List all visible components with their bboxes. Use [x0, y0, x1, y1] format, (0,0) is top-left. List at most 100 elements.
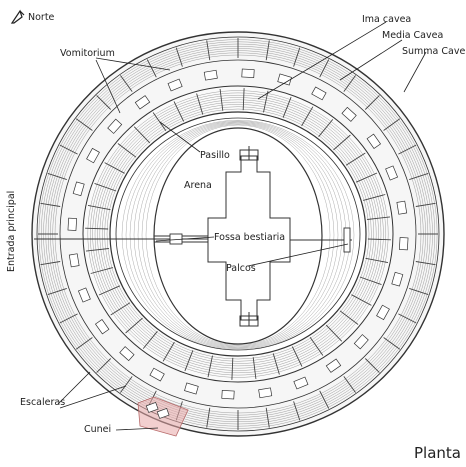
- cunei-divider: [59, 144, 78, 155]
- cunei-divider: [383, 337, 401, 350]
- vomitorium-opening: [341, 106, 357, 122]
- cunei-divider: [110, 302, 131, 316]
- seating-row: [94, 97, 382, 371]
- cunei-divider: [184, 350, 194, 372]
- vomitorium-opening: [119, 346, 135, 362]
- vomitorium-opening: [86, 147, 100, 164]
- vomitorium-opening: [293, 376, 309, 390]
- label-fossa-bestiaria: Fossa bestiaria: [214, 232, 285, 243]
- cunei-vomitorium-1: [145, 402, 159, 413]
- cunei-divider: [367, 216, 391, 220]
- cunei-divider: [133, 126, 151, 144]
- cunei-divider: [318, 119, 334, 137]
- vomitorium-opening: [325, 358, 342, 373]
- label-vomitorium: Vomitorium: [60, 48, 115, 59]
- cunei-divider: [398, 313, 417, 324]
- north-arrow-icon: [10, 9, 25, 24]
- cunei-divider: [196, 93, 204, 115]
- cunei-divider: [359, 276, 382, 286]
- vomitorium-opening: [203, 69, 218, 81]
- cunei-divider: [319, 59, 330, 78]
- vomitorium-opening: [167, 78, 183, 92]
- vomitorium-opening: [149, 367, 165, 382]
- cunei-divider: [125, 317, 143, 334]
- cunei-divider: [319, 390, 330, 409]
- cunei-divider: [265, 407, 270, 428]
- seating-row: [137, 123, 339, 347]
- cunei-divider: [362, 194, 386, 201]
- vomitorium-opening: [385, 165, 399, 181]
- vomitorium-opening: [221, 389, 235, 400]
- vomitorium-opening: [77, 287, 91, 303]
- vomitorium-opening: [94, 319, 110, 335]
- cunei-divider: [231, 357, 234, 380]
- vomitorium-opening: [107, 118, 123, 134]
- outer-wall-inner-line: [36, 36, 440, 432]
- ima-cavea-seating: [87, 90, 389, 378]
- vomitorium-opening: [67, 217, 78, 231]
- cunei-divider: [146, 59, 157, 78]
- seating-row: [92, 95, 384, 373]
- seating-row: [106, 108, 370, 360]
- seating-row: [121, 120, 355, 350]
- cunei-divider: [94, 182, 117, 192]
- cunei-divider: [75, 337, 93, 350]
- cunei-divider: [142, 331, 158, 349]
- vomitorium-opening: [184, 382, 199, 395]
- cunei-divider: [282, 96, 292, 118]
- cunei-divider: [333, 134, 351, 151]
- cunei-divider: [219, 88, 224, 111]
- cunei-divider: [47, 287, 67, 296]
- cunei-divider: [409, 172, 429, 181]
- cunei-divider: [365, 257, 389, 264]
- label-cunei: Cunei: [84, 424, 111, 435]
- cunei-divider: [96, 95, 112, 110]
- main-axis-passage: [34, 227, 352, 253]
- cunei-divider: [120, 376, 133, 393]
- cunei-divider: [90, 267, 114, 274]
- cunei-divider: [345, 152, 366, 166]
- cunei-divider: [206, 40, 211, 61]
- vomitorium-opening: [258, 387, 273, 399]
- plan-title: Planta: [414, 444, 461, 462]
- vomitorium-opening: [398, 237, 409, 251]
- cunei-divider: [293, 401, 301, 421]
- ima-cavea-ring: [115, 117, 361, 351]
- cunei-divider: [96, 358, 112, 373]
- label-ima-cavea: Ima cavea: [362, 14, 411, 25]
- cunei-divider: [398, 144, 417, 155]
- label-media-cavea: Media Cavea: [382, 30, 443, 41]
- label-entrada-principal: Entrada principal: [6, 191, 17, 272]
- cunei-divider: [206, 407, 211, 428]
- label-arena: Arena: [184, 180, 212, 191]
- north-label: Norte: [28, 12, 55, 23]
- label-escaleras: Escaleras: [20, 397, 65, 408]
- label-pasillo: Pasillo: [200, 150, 230, 161]
- cunei-divider: [383, 118, 401, 131]
- label-palcos: Palcos: [226, 263, 256, 274]
- cunei-divider: [85, 248, 109, 252]
- cunei-divider: [117, 143, 137, 158]
- cunei-divider: [98, 285, 121, 296]
- cunei-vomitorium-2: [156, 408, 170, 419]
- seating-row: [104, 106, 372, 362]
- cunei-divider: [364, 95, 380, 110]
- cunei-divider: [409, 287, 429, 296]
- cunei-divider: [120, 75, 133, 92]
- cunei-divider: [265, 40, 270, 61]
- cunei-divider: [40, 202, 61, 207]
- cunei-divider: [162, 341, 175, 362]
- cunei-divider: [263, 90, 269, 113]
- seating-row: [145, 124, 331, 346]
- cunei-divider: [87, 204, 111, 211]
- vomitorium-opening: [353, 334, 369, 350]
- vomitorium-opening: [391, 271, 404, 287]
- cunei-divider: [343, 376, 356, 393]
- cunei-divider: [291, 346, 303, 367]
- seating-row: [102, 104, 374, 364]
- cunei-divider: [175, 47, 183, 67]
- vomitorium-opening: [72, 181, 85, 197]
- cunei-divider: [252, 357, 257, 380]
- cunei-divider: [293, 47, 301, 67]
